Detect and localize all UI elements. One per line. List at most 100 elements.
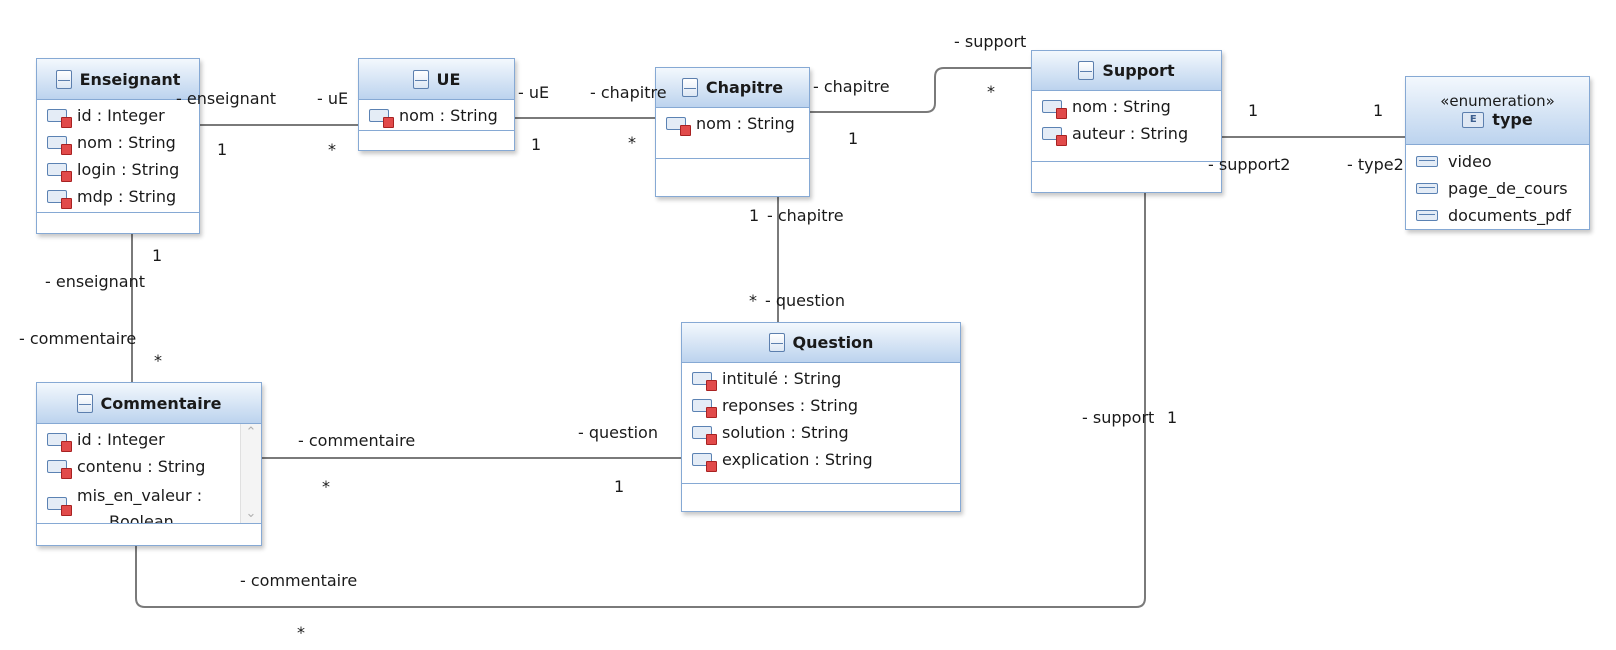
stereotype-label: «enumeration» [1440, 92, 1555, 110]
private-attribute-icon [666, 117, 691, 136]
class-support[interactable]: Support nom : String auteur : String [1031, 50, 1222, 193]
multiplicity-label: 1 [848, 129, 859, 148]
attributes-compartment: nom : String [359, 100, 514, 131]
multiplicity-label: * [987, 82, 995, 101]
role-label: - question [578, 423, 658, 442]
role-label: - commentaire [240, 571, 358, 590]
enumeration-name: type [1492, 110, 1533, 129]
enumeration-type[interactable]: «enumeration» E type video page_de_cours… [1405, 76, 1590, 230]
role-label: - commentaire [19, 329, 137, 348]
private-attribute-icon [692, 399, 717, 418]
literals-compartment: video page_de_cours documents_pdf [1406, 145, 1589, 229]
class-header: Support [1032, 51, 1221, 91]
enum-literal[interactable]: page_de_cours [1406, 175, 1589, 202]
class-name: UE [436, 69, 461, 89]
attributes-compartment: nom : String [656, 108, 809, 159]
role-label: - commentaire [298, 431, 416, 450]
class-enseignant[interactable]: Enseignant id : Integer nom : String log… [36, 58, 200, 234]
private-attribute-icon [47, 136, 72, 155]
class-commentaire[interactable]: Commentaire id : Integer contenu : Strin… [36, 382, 262, 546]
private-attribute-icon [1042, 100, 1067, 119]
attribute[interactable]: intitulé : String [682, 365, 960, 392]
class-question[interactable]: Question intitulé : String reponses : St… [681, 322, 961, 512]
attribute[interactable]: id : Integer [37, 102, 199, 129]
role-label: - enseignant [176, 89, 276, 108]
attribute[interactable]: nom : String [37, 129, 199, 156]
attribute[interactable]: id : Integer [37, 426, 239, 453]
attribute[interactable]: contenu : String [37, 453, 239, 480]
chevron-down-icon[interactable]: ⌄ [245, 506, 257, 521]
role-label: - uE [518, 83, 550, 102]
attribute-text: contenu : String [77, 457, 206, 476]
attribute-text: nom : String [696, 114, 795, 133]
private-attribute-icon [692, 372, 717, 391]
attribute-text: nom : String [1072, 97, 1171, 116]
multiplicity-label: 1 [217, 140, 228, 159]
attributes-compartment: nom : String auteur : String [1032, 91, 1221, 162]
literal-text: page_de_cours [1448, 179, 1568, 198]
class-icon [412, 69, 429, 89]
attribute[interactable]: explication : String [682, 446, 960, 473]
attribute[interactable]: nom : String [656, 110, 809, 137]
class-header: Chapitre [656, 68, 809, 108]
attribute[interactable]: auteur : String [1032, 120, 1221, 147]
attribute-text: explication : String [722, 450, 873, 469]
private-attribute-icon [47, 460, 72, 479]
role-label: - chapitre [813, 77, 890, 96]
attribute-text: id : Integer [77, 106, 165, 125]
attribute-text: mis_en_valeur : Boolean [77, 483, 203, 523]
attribute-text: nom : String [399, 106, 498, 125]
multiplicity-label: * [628, 133, 636, 152]
role-label: - support [1082, 408, 1155, 427]
multiplicity-label: 1 [614, 477, 625, 496]
role-label: - chapitre [767, 206, 844, 225]
class-header: Enseignant [37, 59, 199, 100]
literal-text: video [1448, 152, 1492, 171]
attribute[interactable]: solution : String [682, 419, 960, 446]
class-icon [681, 78, 698, 97]
class-icon [1078, 61, 1095, 80]
literal-text: documents_pdf [1448, 206, 1572, 225]
enumeration-title: E type [1462, 110, 1533, 129]
class-ue[interactable]: UE nom : String [358, 58, 515, 151]
attribute[interactable]: nom : String [359, 102, 514, 129]
class-name: Chapitre [705, 78, 784, 97]
class-name: Commentaire [100, 393, 222, 413]
chevron-up-icon[interactable]: ⌃ [245, 425, 257, 440]
class-name: Support [1102, 61, 1175, 80]
attribute[interactable]: mis_en_valeur : Boolean [37, 480, 239, 523]
private-attribute-icon [47, 109, 72, 128]
attribute[interactable]: login : String [37, 156, 199, 183]
attribute-text: auteur : String [1072, 124, 1189, 143]
multiplicity-label: 1 [1167, 408, 1178, 427]
attribute[interactable]: nom : String [1032, 93, 1221, 120]
assoc-chapitre-support [810, 67, 1031, 113]
attribute-text: intitulé : String [722, 369, 842, 388]
attribute[interactable]: mdp : String [37, 183, 199, 210]
attributes-scrollbar[interactable]: ⌃ ⌄ [240, 424, 261, 523]
multiplicity-label: 1 [749, 206, 760, 225]
attribute-text: reponses : String [722, 396, 858, 415]
role-label: - question [765, 291, 845, 310]
private-attribute-icon [692, 453, 717, 472]
private-attribute-icon [47, 163, 72, 182]
literal-icon [1416, 210, 1438, 221]
role-label: - support2 [1208, 155, 1291, 174]
class-chapitre[interactable]: Chapitre nom : String [655, 67, 810, 197]
role-label: - support [954, 32, 1027, 51]
multiplicity-label: 1 [152, 246, 163, 265]
attributes-compartment: id : Integer nom : String login : String… [37, 100, 199, 213]
class-header: Commentaire [37, 383, 261, 424]
attribute[interactable]: reponses : String [682, 392, 960, 419]
enum-literal[interactable]: documents_pdf [1406, 202, 1589, 229]
enumeration-header: «enumeration» E type [1406, 77, 1589, 145]
multiplicity-label: * [749, 291, 757, 310]
class-icon [768, 333, 785, 352]
multiplicity-label: 1 [531, 135, 542, 154]
private-attribute-icon [1042, 127, 1067, 146]
multiplicity-label: * [154, 351, 162, 370]
attribute-text-line: mis_en_valeur : [77, 486, 203, 505]
private-attribute-icon [692, 426, 717, 445]
class-header: Question [682, 323, 960, 363]
enum-literal[interactable]: video [1406, 148, 1589, 175]
